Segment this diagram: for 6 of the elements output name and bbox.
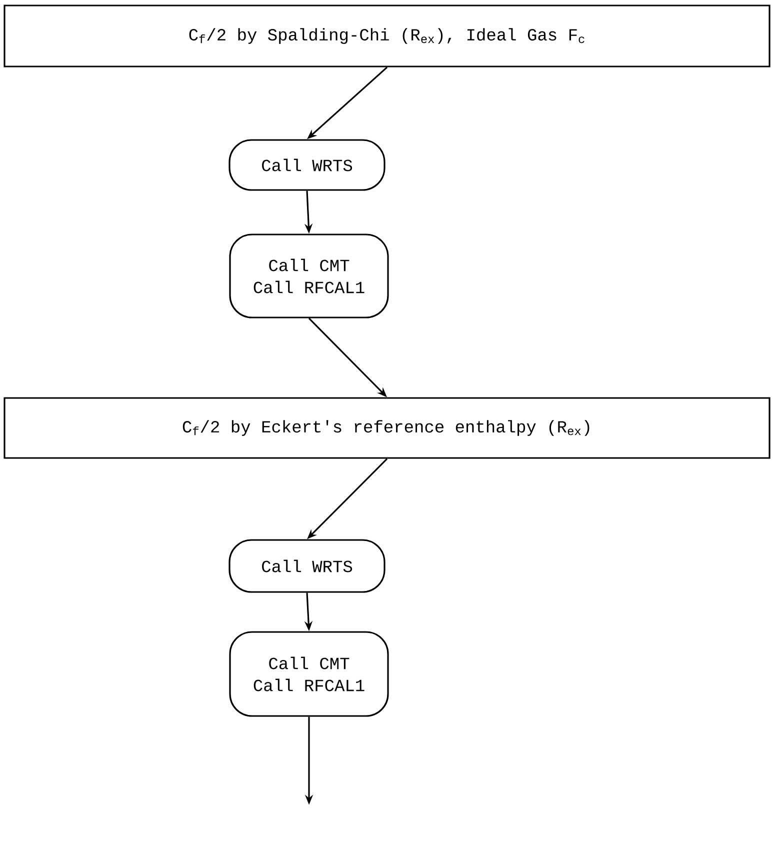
terminal-box: Call WRTS bbox=[228, 539, 386, 593]
process-box: C$_{f}$/2 by Spalding-Chi (R$_{ex}$), Ideal Gas F$_{c}$ bbox=[4, 4, 770, 68]
terminal-box: Call WRTS bbox=[228, 139, 386, 191]
process-box: C$_{f}$/2 by Eckert's reference enthalpy (R$_{ex}$) bbox=[4, 397, 770, 459]
terminal-box: Call CMT Call RFCAL1 bbox=[229, 234, 389, 318]
terminal-box: Call CMT Call RFCAL1 bbox=[229, 631, 389, 717]
